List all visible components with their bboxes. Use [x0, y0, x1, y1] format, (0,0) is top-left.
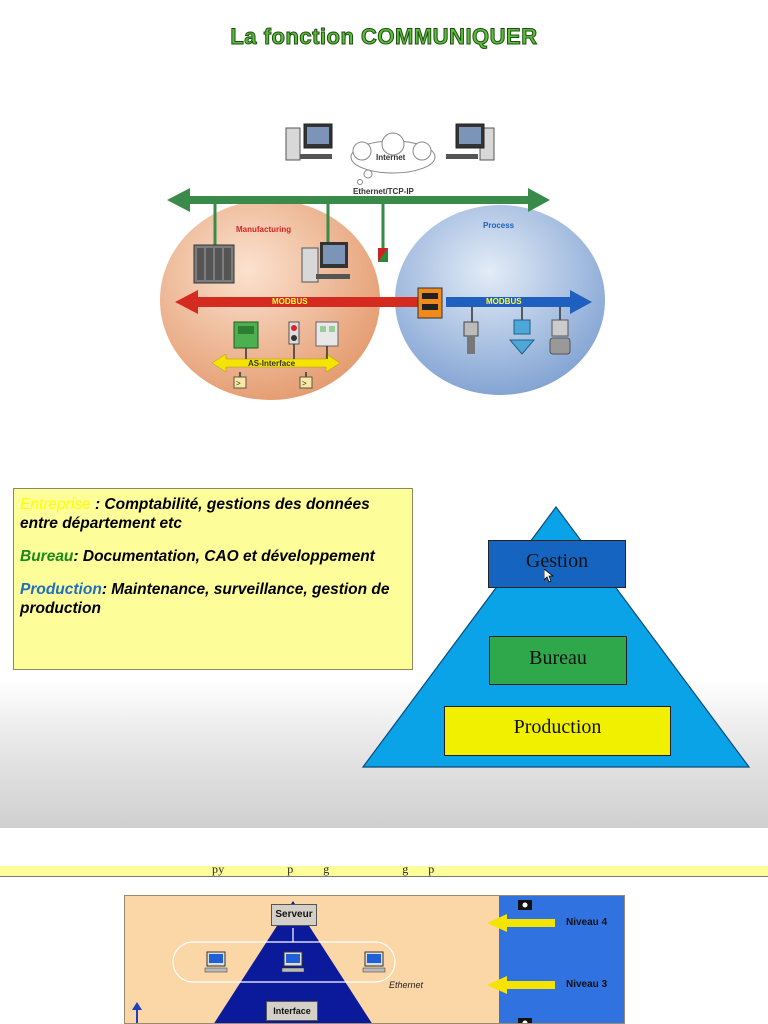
pressure-transmitter-icon	[463, 307, 479, 354]
levels-side-panel	[499, 896, 624, 1023]
serveur-label: Serveur	[275, 909, 313, 920]
entreprise-lead: Entreprise	[20, 496, 91, 513]
workstation-icon	[281, 951, 305, 973]
entreprise-paragraph: Entreprise : Comptabilité, gestions des …	[20, 495, 406, 533]
connector-icon: >	[233, 376, 247, 389]
bureau-lead: Bureau	[20, 548, 74, 565]
niveau-3-label: Niveau 3	[566, 979, 608, 990]
desktop-computer-icon	[285, 123, 333, 161]
bureau-label: Bureau	[529, 647, 587, 669]
production-text: : Maintenance, surveillance, gestion de …	[20, 581, 390, 617]
eye-icon	[518, 1018, 532, 1023]
connector-icon: >	[299, 376, 313, 389]
eye-icon	[518, 900, 532, 910]
interface-box: Interface	[266, 1001, 318, 1021]
gestion-level: Gestion	[488, 540, 626, 588]
niveau-3-arrow	[487, 976, 555, 994]
network-architecture-diagram: Internet Ethernet/TCP-IP Manufacturing P…	[160, 123, 605, 400]
control-valve-icon	[508, 307, 536, 355]
svg-text:>: >	[236, 379, 241, 388]
up-arrow-icon	[132, 1002, 142, 1023]
production-level: Production	[444, 706, 671, 756]
mouse-pointer-icon	[543, 568, 555, 588]
gestion-label: Gestion	[525, 550, 589, 572]
ethernet-bus-arrow	[167, 188, 550, 212]
modbus-manufacturing-arrow	[175, 290, 420, 314]
desktop-computer-icon	[446, 123, 495, 161]
niveau-4-arrow	[487, 914, 555, 932]
io-module-icon	[233, 321, 259, 349]
page-title: La fonction COMMUNIQUER	[230, 24, 538, 50]
cropped-text-strip: py p g g p	[0, 866, 768, 877]
niveau-4-label: Niveau 4	[566, 917, 608, 928]
bureau-paragraph: Bureau: Documentation, CAO et développem…	[20, 547, 406, 566]
bureau-text: : Documentation, CAO et développement	[73, 548, 375, 565]
gateway-icon	[417, 287, 443, 319]
production-paragraph: Production: Maintenance, surveillance, g…	[20, 580, 406, 618]
serveur-box: Serveur	[271, 904, 317, 926]
flow-meter-icon	[549, 307, 571, 355]
production-label: Production	[513, 716, 602, 738]
sensor-icon	[315, 321, 339, 347]
ethernet-label: Ethernet/TCP-IP	[353, 187, 415, 196]
workstation-icon	[204, 951, 228, 973]
entreprise-text: : Comptabilité, gestions des données ent…	[20, 496, 370, 532]
process-label: Process	[483, 221, 515, 230]
modbus-process-arrow	[446, 290, 592, 314]
bureau-level: Bureau	[489, 636, 627, 685]
modbus-right-label: MODBUS	[486, 297, 522, 306]
svg-text:>: >	[302, 379, 307, 388]
as-interface-arrow	[211, 353, 341, 373]
internet-label: Internet	[376, 153, 406, 162]
interface-label: Interface	[273, 1006, 311, 1016]
plc-rack-icon	[193, 244, 235, 284]
workstation-icon	[362, 951, 386, 973]
desktop-computer-icon	[301, 242, 350, 283]
push-button-icon	[288, 321, 300, 345]
levels-description-box: Entreprise : Comptabilité, gestions des …	[13, 488, 413, 670]
internet-cloud-icon	[350, 132, 436, 185]
modbus-left-label: MODBUS	[272, 297, 308, 306]
production-lead: Production	[20, 581, 102, 598]
manufacturing-label: Manufacturing	[236, 225, 291, 234]
network-levels-diagram: Serveur Interface Ethernet Niveau 4 Nive…	[124, 895, 625, 1024]
ethernet-label: Ethernet	[389, 980, 424, 990]
as-interface-label: AS-Interface	[248, 359, 296, 368]
